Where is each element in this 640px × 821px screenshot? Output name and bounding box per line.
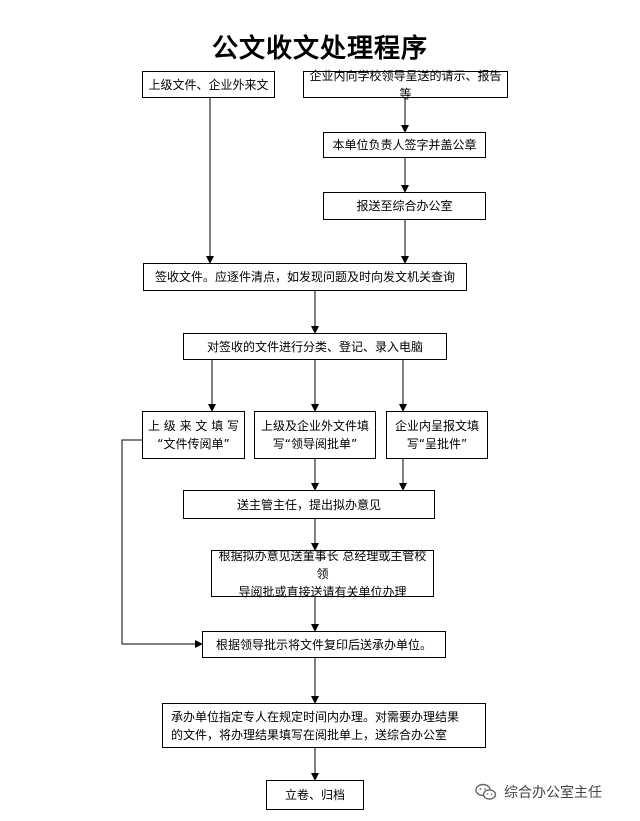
arrow-b7-b12 xyxy=(121,439,203,648)
box-handle-and-report: 承办单位指定专人在规定时间内办理。对需要办理结果 的文件，将办理结果填写在阅批单… xyxy=(162,703,486,748)
page-title: 公文收文处理程序 xyxy=(211,34,428,64)
box-submission-form: 企业内呈报文填 写“呈批件” xyxy=(386,411,488,459)
box-file-archive: 立卷、归档 xyxy=(266,780,364,810)
box-unit-sign-seal: 本单位负责人签字并盖公章 xyxy=(323,132,486,158)
box-circulation-form: 上 级 来 文 填 写 “文件传阅单” xyxy=(142,411,245,459)
box-director-opinion: 送主管主任，提出拟办意见 xyxy=(183,490,435,519)
box-copy-to-unit: 根据领导批示将文件复印后送承办单位。 xyxy=(202,631,446,658)
box-leader-approval: 根据拟办意见送董事长 总经理或主管校领 导阅批或直接送请有关单位办理 xyxy=(211,549,434,599)
box-classify-register: 对签收的文件进行分类、登记、录入电脑 xyxy=(183,333,447,360)
box-send-to-office: 报送至综合办公室 xyxy=(323,192,486,220)
watermark: 综合办公室主任 xyxy=(474,780,602,804)
box-leader-review-form: 上级及企业外文件填 写“领导阅批单” xyxy=(254,411,376,459)
box-sign-receive: 签收文件。应逐件清点，如发现问题及时向发文机关查询 xyxy=(143,263,467,291)
box-incoming-external-docs: 上级文件、企业外来文 xyxy=(142,71,275,98)
wechat-icon xyxy=(475,783,497,800)
box-internal-requests: 企业内向学校领导呈送的请示、报告等 xyxy=(303,69,508,101)
watermark-text: 综合办公室主任 xyxy=(504,785,602,801)
